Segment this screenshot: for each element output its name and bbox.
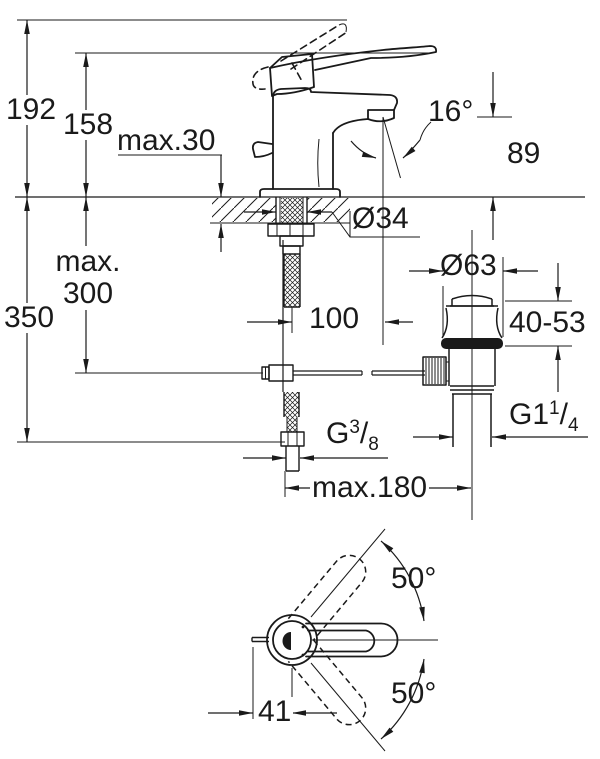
waste-plug [450, 294, 494, 307]
hose2-braid [284, 392, 299, 417]
mounting-nut-facets [276, 224, 304, 236]
lever-raised-back-dashed [251, 66, 269, 90]
g114-base: G1 [509, 398, 550, 431]
dim-label-max300-line2: 300 [62, 277, 114, 310]
dim-label-max180: max.180 [310, 471, 430, 504]
shank-walls [275, 197, 308, 224]
below-deck-assembly [261, 197, 425, 472]
g38-nut-facets [287, 432, 298, 446]
waste-gasket [441, 338, 503, 349]
radial-line-up [310, 528, 386, 618]
handle-ring-outer [266, 614, 318, 666]
supply-hose-braid [284, 254, 300, 307]
g38-slash: / [359, 417, 369, 450]
dim-label-g114: G11/4 [509, 398, 579, 435]
arc-50-top [380, 540, 425, 622]
water-stream-line [382, 116, 401, 179]
dim-label-max30: max.30 [117, 124, 216, 157]
lever-arm [269, 45, 438, 71]
dim-label-g38: G3/8 [326, 417, 379, 454]
dim-label-158: 158 [61, 108, 116, 141]
lever-hole [282, 632, 291, 650]
radial-line-down [310, 662, 386, 752]
spout-underside [332, 118, 369, 134]
dim-16-arc-right [402, 139, 421, 159]
body-and-spout-top [272, 87, 399, 190]
knob-link [446, 361, 449, 382]
handle-top-view [251, 528, 438, 752]
handle-ring-inner [272, 620, 312, 660]
dim-label-50-bottom: 50° [391, 677, 437, 710]
waste-knurled-knob [422, 356, 447, 386]
dim-label-16deg: 16° [428, 95, 474, 128]
lever-raised-tip [338, 23, 347, 33]
lever-raised-dashed-1 [280, 24, 340, 62]
lever-outline-inner [307, 629, 376, 653]
hose-in-shank [281, 198, 303, 223]
dim-16-leader [419, 121, 432, 141]
waste-flange [441, 305, 503, 339]
dim-label-89: 89 [507, 137, 541, 170]
arc-50-bottom [380, 658, 425, 740]
rod-clamp [268, 364, 294, 382]
dim-label-41: 41 [256, 695, 294, 728]
dim-label-max300: max.300 [50, 246, 126, 310]
hose2-outline [283, 392, 300, 417]
lever-joint [269, 53, 315, 97]
aerator [367, 109, 395, 123]
g38-sup: 3 [349, 417, 360, 438]
popup-rod-horizontal [293, 370, 425, 376]
shank-step-2 [282, 245, 301, 255]
dim-label-40-53: 40-53 [509, 306, 586, 339]
connection-tube [285, 446, 300, 472]
popup-lever-stub [251, 636, 269, 643]
lever-raised-dashed-2 [290, 31, 348, 70]
hose2-narrow-braid [287, 417, 297, 432]
rotation-arcs [380, 540, 425, 740]
waste-rings [450, 385, 494, 395]
g114-slash: / [559, 398, 568, 431]
dim-label-o63: Ø63 [440, 249, 497, 282]
dim-label-o34: Ø34 [352, 202, 409, 235]
waste-tailpipe [452, 394, 492, 447]
dim-label-192: 192 [4, 93, 59, 126]
detail-dot-top [301, 625, 305, 629]
popup-knob [251, 141, 273, 158]
dim-label-max300-line1: max. [55, 245, 121, 278]
lever-inner-dashed [291, 62, 304, 84]
dim-o34-leader [331, 211, 420, 238]
g38-base: G [326, 417, 350, 450]
waste-body [448, 349, 496, 386]
g38-sub: 8 [368, 434, 379, 455]
g114-sub: 4 [567, 415, 579, 436]
hose2-narrow-outline [286, 417, 298, 432]
g38-nut [280, 431, 305, 447]
body-inner-line [317, 138, 320, 188]
supply-hose-outline [283, 254, 301, 308]
knob-knurling [425, 358, 445, 384]
escutcheon [259, 188, 341, 198]
dim-label-50-top: 50° [391, 562, 437, 595]
g114-sup: 1 [549, 398, 560, 419]
faucet-outline [251, 23, 438, 198]
detail-dot-bottom [301, 653, 305, 657]
mounting-nut [267, 223, 315, 237]
dim-16-arc-left [350, 140, 377, 159]
dim-label-350: 350 [2, 301, 57, 334]
dim-label-100: 100 [309, 302, 360, 335]
drain-assembly [422, 294, 503, 447]
